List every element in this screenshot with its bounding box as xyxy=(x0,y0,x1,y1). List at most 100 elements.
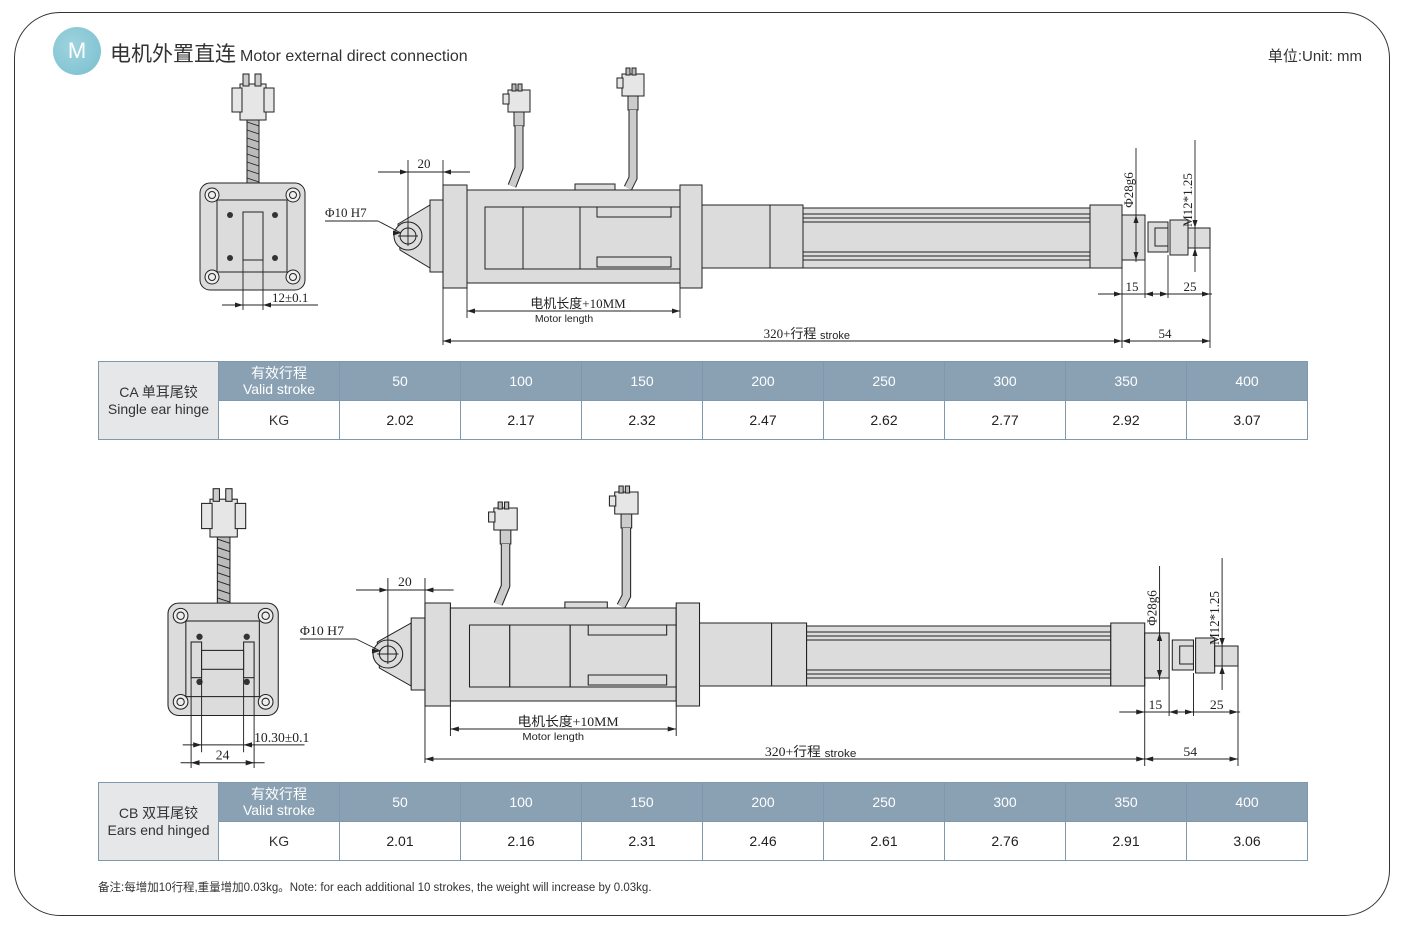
connector-pin xyxy=(511,83,517,92)
end-view-dimensions: 12±0.1 xyxy=(222,260,318,310)
dimension-arrow xyxy=(1144,756,1154,762)
stroke-cell: 300 xyxy=(944,782,1066,822)
end-view-ca: 12±0.1 xyxy=(199,73,318,310)
stroke-cell: 50 xyxy=(339,361,461,401)
dimension-arrow xyxy=(1145,291,1153,297)
mounting-hole-inner xyxy=(261,611,270,620)
weight-cell: 2.62 xyxy=(823,400,945,440)
dimension-arrow xyxy=(667,726,677,732)
stroke-label-en: Valid stroke xyxy=(242,381,316,397)
connector-boot xyxy=(513,111,525,127)
rod-diameter-label: Φ28g6 xyxy=(1121,172,1136,208)
screw xyxy=(196,678,203,686)
end-view-cb: 10.30±0.124 xyxy=(167,488,309,768)
dimension-arrow xyxy=(1114,338,1122,344)
stroke-dim-en-label: stroke xyxy=(825,748,857,760)
connector-latch xyxy=(502,93,510,105)
dim-15-label: 15 xyxy=(1126,279,1139,294)
stroke-cell: 200 xyxy=(702,782,824,822)
dimension-arrow xyxy=(1219,666,1225,674)
dimension-arrow xyxy=(1229,756,1238,762)
dimension-arrow xyxy=(1133,215,1139,223)
encoder-connector xyxy=(608,485,639,529)
extruded-profile xyxy=(802,207,1091,269)
stroke-dim-label: 320+行程 xyxy=(765,744,821,759)
actuator-end-view xyxy=(199,73,306,291)
stroke-cell: 400 xyxy=(1186,782,1308,822)
dimension-arrow xyxy=(191,760,200,766)
dimension-arrow xyxy=(235,302,243,308)
mounting-hole-inner xyxy=(289,191,297,199)
dimension-arrow xyxy=(1122,338,1130,344)
stroke-cell: 250 xyxy=(823,782,945,822)
slot xyxy=(587,624,668,636)
cable-hatch xyxy=(246,161,260,167)
connector-pin xyxy=(242,73,250,87)
cable-hatch xyxy=(217,589,231,595)
mounting-hole xyxy=(285,187,301,203)
mounting-hole-inner xyxy=(261,697,270,707)
connector-latch xyxy=(263,87,275,113)
dimension-arrow xyxy=(1169,709,1178,715)
leader-line xyxy=(355,638,381,652)
piston-rod xyxy=(1144,632,1170,679)
motor-connector-1 xyxy=(502,83,531,127)
motor-length-en-label: Motor length xyxy=(522,731,584,743)
cable-hatch xyxy=(246,129,260,135)
connector-pin xyxy=(225,488,233,502)
rod-diameter-label: Φ28g6 xyxy=(1144,590,1159,626)
actuator-side-view xyxy=(372,485,1239,707)
ear-gap-label: 10.30±0.1 xyxy=(254,730,309,745)
dimension-arrow xyxy=(1160,291,1168,297)
outer-tube xyxy=(698,622,773,687)
connector-latch xyxy=(234,502,247,530)
cable-hatch xyxy=(246,137,260,143)
end-view-dimensions: 10.30±0.124 xyxy=(180,677,309,768)
dimension-arrow xyxy=(450,726,459,732)
weight-cell: 2.31 xyxy=(581,821,703,861)
motor-length-label: 电机长度+10MM xyxy=(518,714,619,729)
model-code: CA 单耳尾铰 xyxy=(119,383,198,400)
extruded-profile xyxy=(806,625,1112,687)
stroke-label-en: Valid stroke xyxy=(242,802,316,818)
thread-spec-label: M12*1.25 xyxy=(1180,173,1195,227)
coupling xyxy=(484,206,524,270)
cable-1-fill xyxy=(494,544,510,606)
weight-cell: 2.76 xyxy=(944,821,1066,861)
dim-25-label: 25 xyxy=(1184,279,1197,294)
threaded-end xyxy=(1187,227,1211,249)
dimension-arrow xyxy=(1219,638,1225,646)
cable-2-fill xyxy=(624,110,637,190)
rear-cap xyxy=(410,617,426,691)
dim-54-label: 54 xyxy=(1183,744,1197,759)
connector-housing xyxy=(614,491,639,515)
connector-boot xyxy=(499,529,512,545)
mounting-hole-inner xyxy=(208,273,216,281)
dimension-arrow xyxy=(1156,633,1163,641)
coupling xyxy=(468,624,511,688)
model-code: CB 双耳尾铰 xyxy=(118,804,199,821)
weight-cell: 2.32 xyxy=(581,400,703,440)
dimension-arrow xyxy=(1192,220,1198,228)
weight-cell: 2.16 xyxy=(460,821,582,861)
connector-latch xyxy=(608,495,617,507)
connector-housing xyxy=(507,89,531,113)
cable-hatch xyxy=(246,153,260,159)
dimension-arrow xyxy=(1136,756,1145,762)
connector-pin xyxy=(503,501,510,510)
cable-hatch xyxy=(217,572,231,578)
weight-cell: 2.01 xyxy=(339,821,461,861)
dimension-arrow xyxy=(245,760,255,766)
front-end-block xyxy=(1089,204,1123,269)
screw xyxy=(227,255,233,261)
stroke-cell: 50 xyxy=(339,782,461,822)
connector-pin xyxy=(517,83,523,92)
cable-2-fill xyxy=(617,528,631,608)
mounting-hole-inner xyxy=(289,273,297,281)
mounting-hole xyxy=(204,269,220,285)
slot xyxy=(587,674,668,686)
